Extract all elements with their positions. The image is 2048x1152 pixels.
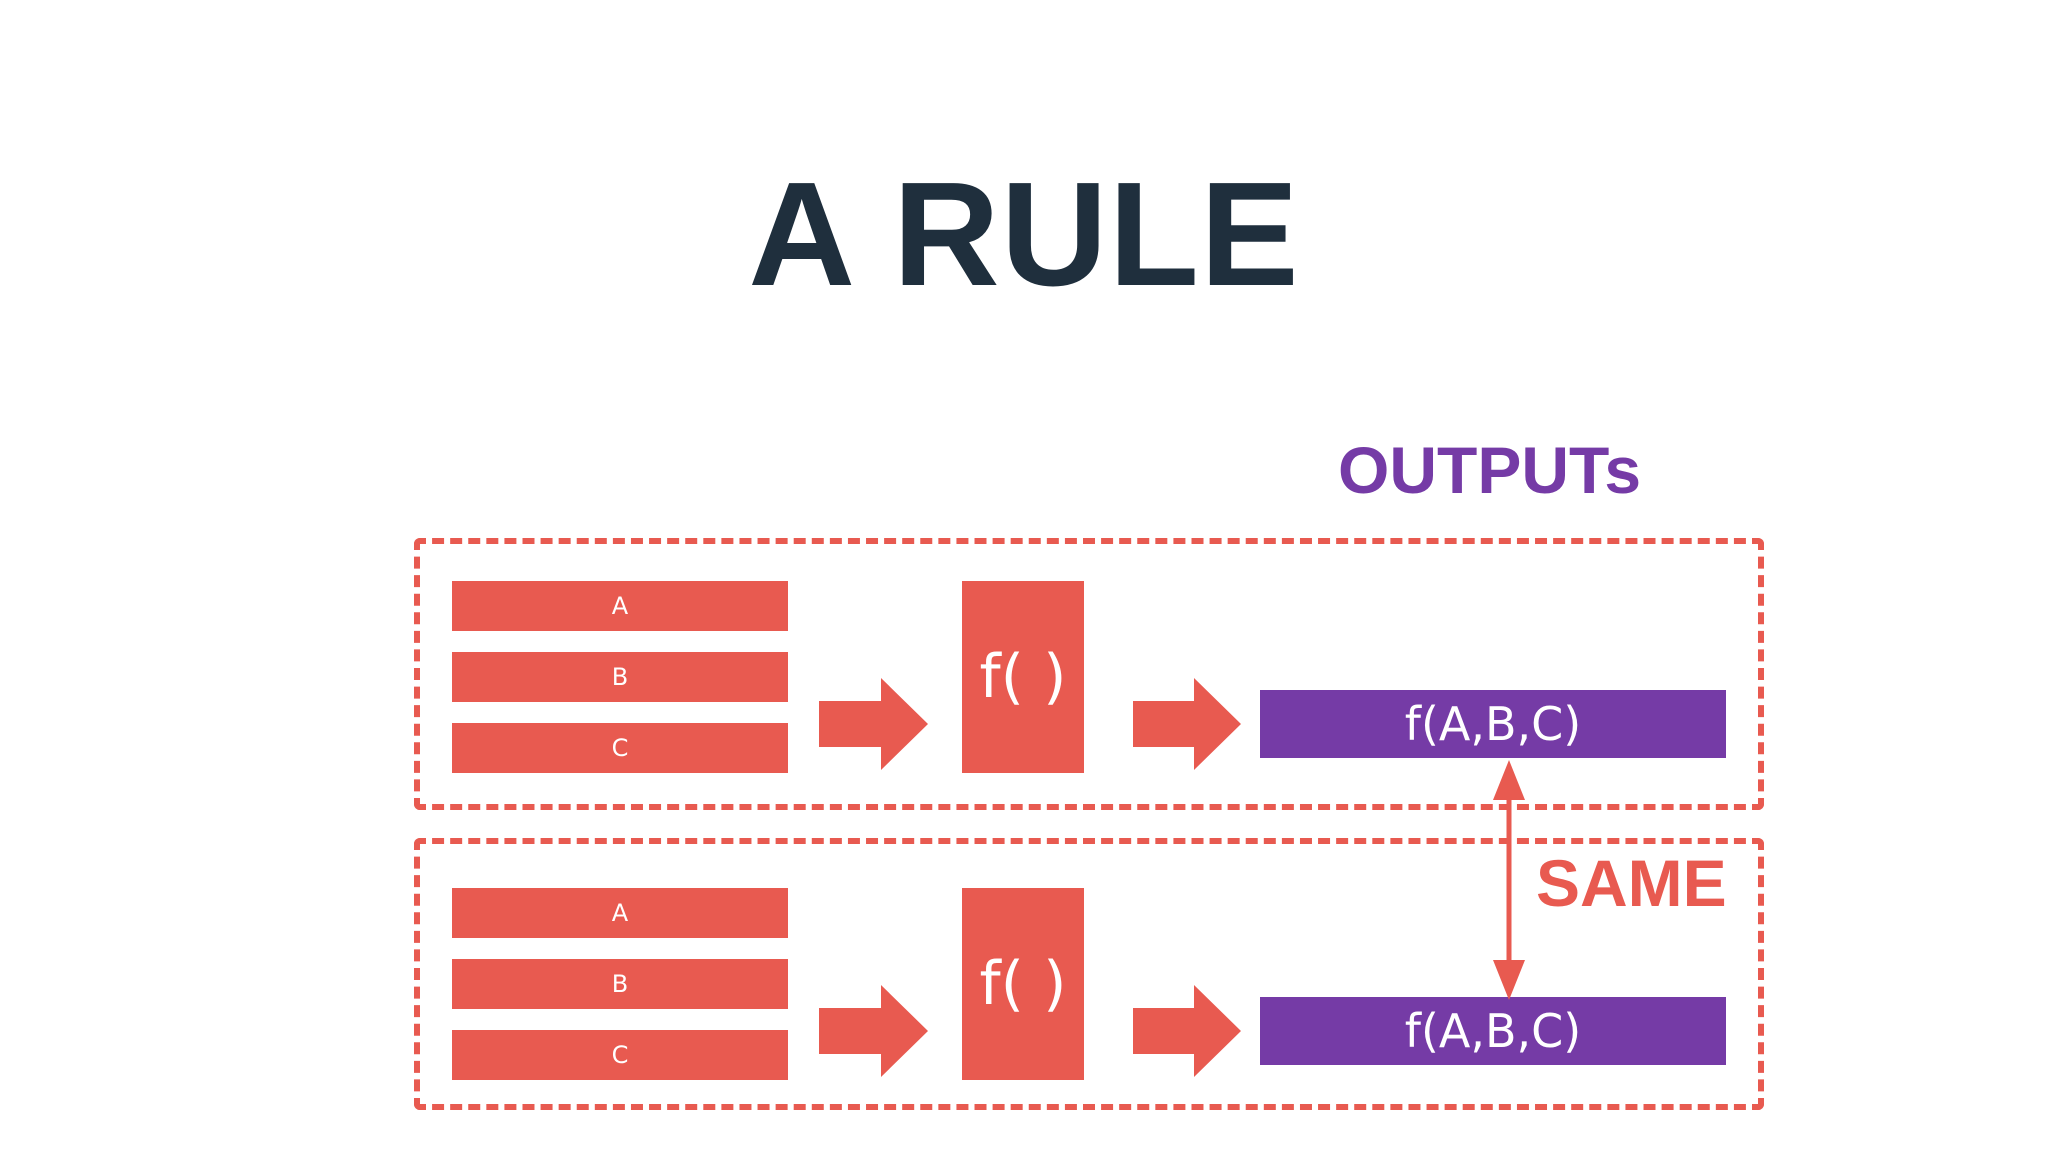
same-label: SAME: [1536, 846, 1727, 920]
output-box: f(A,B,C): [1260, 690, 1726, 758]
rule-group-1: [414, 538, 1764, 810]
output-label: f(A,B,C): [1404, 1004, 1582, 1058]
function-box: f( ): [962, 888, 1084, 1080]
input-box-c: C: [452, 1030, 788, 1080]
input-label: B: [611, 970, 629, 998]
rule-group-2: [414, 838, 1764, 1110]
input-box-a: A: [452, 888, 788, 938]
input-label: C: [611, 1041, 629, 1069]
input-box-c: C: [452, 723, 788, 773]
input-label: C: [611, 734, 629, 762]
input-box-b: B: [452, 959, 788, 1009]
function-box: f( ): [962, 581, 1084, 773]
function-label: f( ): [979, 642, 1067, 712]
output-box: f(A,B,C): [1260, 997, 1726, 1065]
input-label: B: [611, 663, 629, 691]
outputs-label: OUTPUTs: [1338, 433, 1642, 507]
output-label: f(A,B,C): [1404, 697, 1582, 751]
input-box-b: B: [452, 652, 788, 702]
slide-title: A RULE: [748, 152, 1300, 317]
input-box-a: A: [452, 581, 788, 631]
function-label: f( ): [979, 949, 1067, 1019]
input-label: A: [611, 899, 629, 927]
input-label: A: [611, 592, 629, 620]
